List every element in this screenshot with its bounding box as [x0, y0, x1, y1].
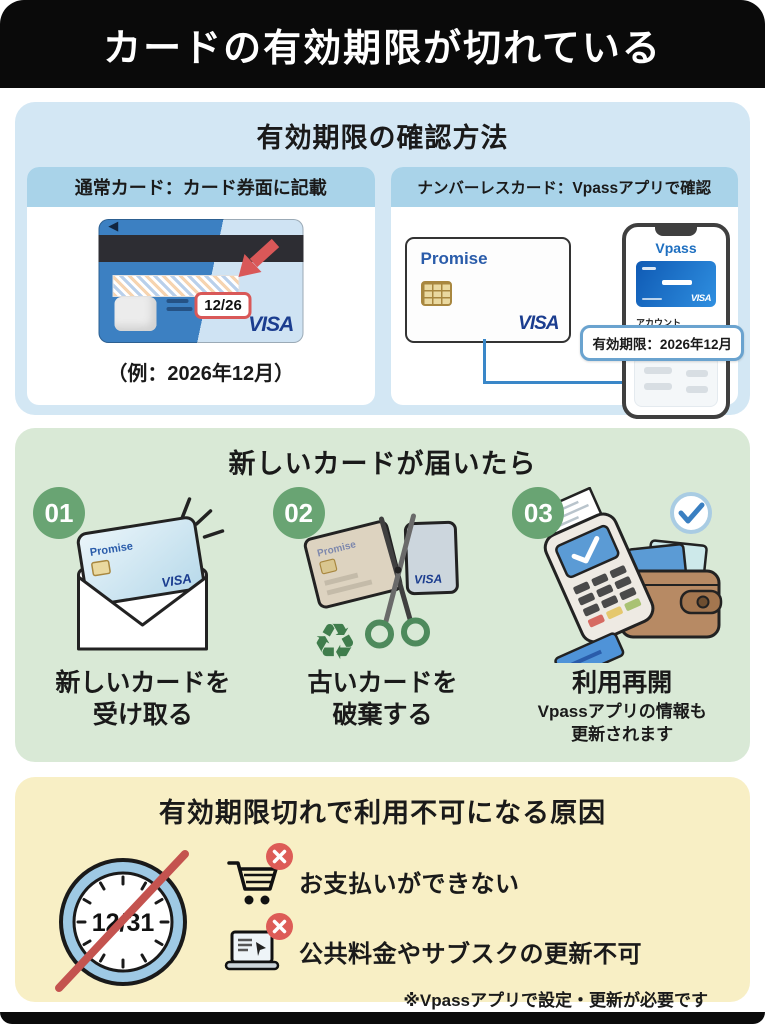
visa-logo: VISA	[414, 572, 442, 587]
step-label: 新しいカードを 受け取る	[55, 669, 231, 729]
normal-card-body: ◀ 12/26 VISA （例：2026年12月）	[27, 207, 375, 405]
error-x-badge	[266, 913, 293, 940]
clock-icon: 12/31	[55, 850, 189, 992]
card-brand-name: Promise	[420, 249, 488, 268]
normal-card-header: 通常カード：カード券面に記載	[27, 167, 375, 207]
credit-card-back-illustration: ◀ 12/26 VISA	[98, 219, 304, 343]
step-sublabel: Vpassアプリの情報も 更新されます	[537, 702, 707, 744]
signature-strip	[112, 275, 240, 297]
expiry-callout-bubble: 有効期限：2026年12月	[580, 325, 744, 361]
scissors-handle	[401, 617, 430, 647]
envelope-icon: Promise VISA	[77, 497, 225, 651]
app-list-skeleton	[634, 355, 718, 407]
footnote: ※Vpassアプリで設定・更新が必要です	[403, 991, 708, 1010]
app-card-text-line	[642, 267, 656, 270]
prohibited-slash	[55, 850, 189, 992]
step-label: 利用再開	[572, 669, 673, 697]
cart-blocked-icon	[223, 843, 293, 909]
reason-item: お支払いができない	[223, 843, 732, 912]
step-number-badge: 01	[33, 487, 85, 539]
error-x-badge	[266, 843, 293, 870]
reason-text: お支払いができない	[299, 870, 520, 898]
card-chip	[420, 281, 452, 306]
fine-print-line	[166, 299, 189, 303]
check-cards-row: 通常カード：カード券面に記載 ◀ 12/26 VISA	[15, 155, 750, 419]
step-resume-use: 03	[502, 485, 742, 747]
smartphone-illustration: Vpass VISA アカウント	[622, 223, 730, 419]
step-number-badge: 03	[512, 487, 565, 539]
skeleton-bar	[686, 370, 708, 377]
steps-section: 新しいカードが届いたら 01	[15, 428, 750, 762]
envelope-card-illustration: Promise VISA	[23, 485, 263, 663]
hologram	[114, 297, 157, 331]
step-receive-card: 01 Promise	[23, 485, 263, 747]
steps-row: 01 Promise	[15, 481, 750, 747]
visa-logo: VISA	[248, 313, 294, 336]
check-section: 有効期限の確認方法 通常カード：カード券面に記載 ◀ 12/26 VISA	[15, 102, 750, 419]
normal-card-panel: 通常カード：カード券面に記載 ◀ 12/26 VISA	[27, 167, 375, 405]
footer-bar	[0, 1012, 765, 1024]
numberless-card-panel: ナンバーレスカード：Vpassアプリで確認 Promise VISA Vpass	[390, 167, 744, 419]
skeleton-bar	[686, 386, 708, 393]
check-section-title: 有効期限の確認方法	[256, 123, 509, 153]
app-account-label: アカウント	[636, 318, 682, 328]
fine-print-line	[166, 307, 193, 311]
page-title: カードの有効期限が切れている	[103, 27, 662, 70]
red-arrow-icon	[238, 238, 279, 277]
app-card-number-dash	[662, 280, 692, 285]
skeleton-bar	[644, 383, 672, 390]
recycle-icon: ♻	[313, 614, 358, 663]
laptop-blocked-icon	[223, 913, 293, 979]
check-circle-icon	[669, 492, 712, 534]
scissors-cut-card-icon: Promise VISA	[303, 513, 459, 663]
card-direction-icon: ◀	[108, 219, 119, 233]
reason-text: 公共料金やサブスクの更新不可	[299, 940, 642, 968]
step-number-badge: 02	[272, 487, 325, 539]
reasons-body: 12/31	[15, 830, 750, 1011]
visa-logo: VISA	[161, 571, 193, 591]
visa-logo: VISA	[690, 293, 712, 304]
payment-terminal-icon	[542, 487, 722, 663]
card-to-app-connector-line	[482, 339, 636, 384]
cut-card-illustration: Promise VISA	[263, 485, 503, 663]
expired-clock-illustration: 12/31	[45, 834, 213, 1007]
vpass-app-title: Vpass	[655, 240, 697, 256]
shopping-cart-icon	[227, 861, 278, 905]
expiry-example-caption: （例：2026年12月）	[107, 363, 295, 385]
reasons-section-title: 有効期限切れで利用不可になる原因	[158, 798, 607, 828]
app-card-dots	[642, 297, 662, 300]
steps-section-title: 新しいカードが届いたら	[228, 449, 537, 479]
phone-notch	[655, 226, 697, 236]
reasons-list: お支払いができない 公共料金やサブスクの更新	[213, 834, 732, 1011]
terminal-wallet-illustration	[502, 485, 742, 663]
laptop-icon	[224, 930, 280, 971]
numberless-card-illustration: Promise VISA	[404, 237, 571, 343]
expiry-date-box: 12/26	[194, 292, 252, 319]
numberless-card-body: Promise VISA Vpass VISA	[391, 207, 744, 419]
header-bar: カードの有効期限が切れている	[0, 0, 765, 88]
step-label: 古いカードを 破棄する	[307, 669, 458, 729]
skeleton-bar	[644, 367, 672, 374]
step-destroy-card: 02 Promise VISA	[263, 485, 503, 747]
reasons-section: 有効期限切れで利用不可になる原因	[15, 777, 750, 1010]
numberless-card-header: ナンバーレスカード：Vpassアプリで確認	[390, 167, 738, 207]
reason-item: 公共料金やサブスクの更新不可	[223, 913, 732, 982]
scissors-handle	[365, 619, 394, 649]
visa-logo: VISA	[518, 313, 559, 334]
app-card-image: VISA	[636, 261, 716, 307]
